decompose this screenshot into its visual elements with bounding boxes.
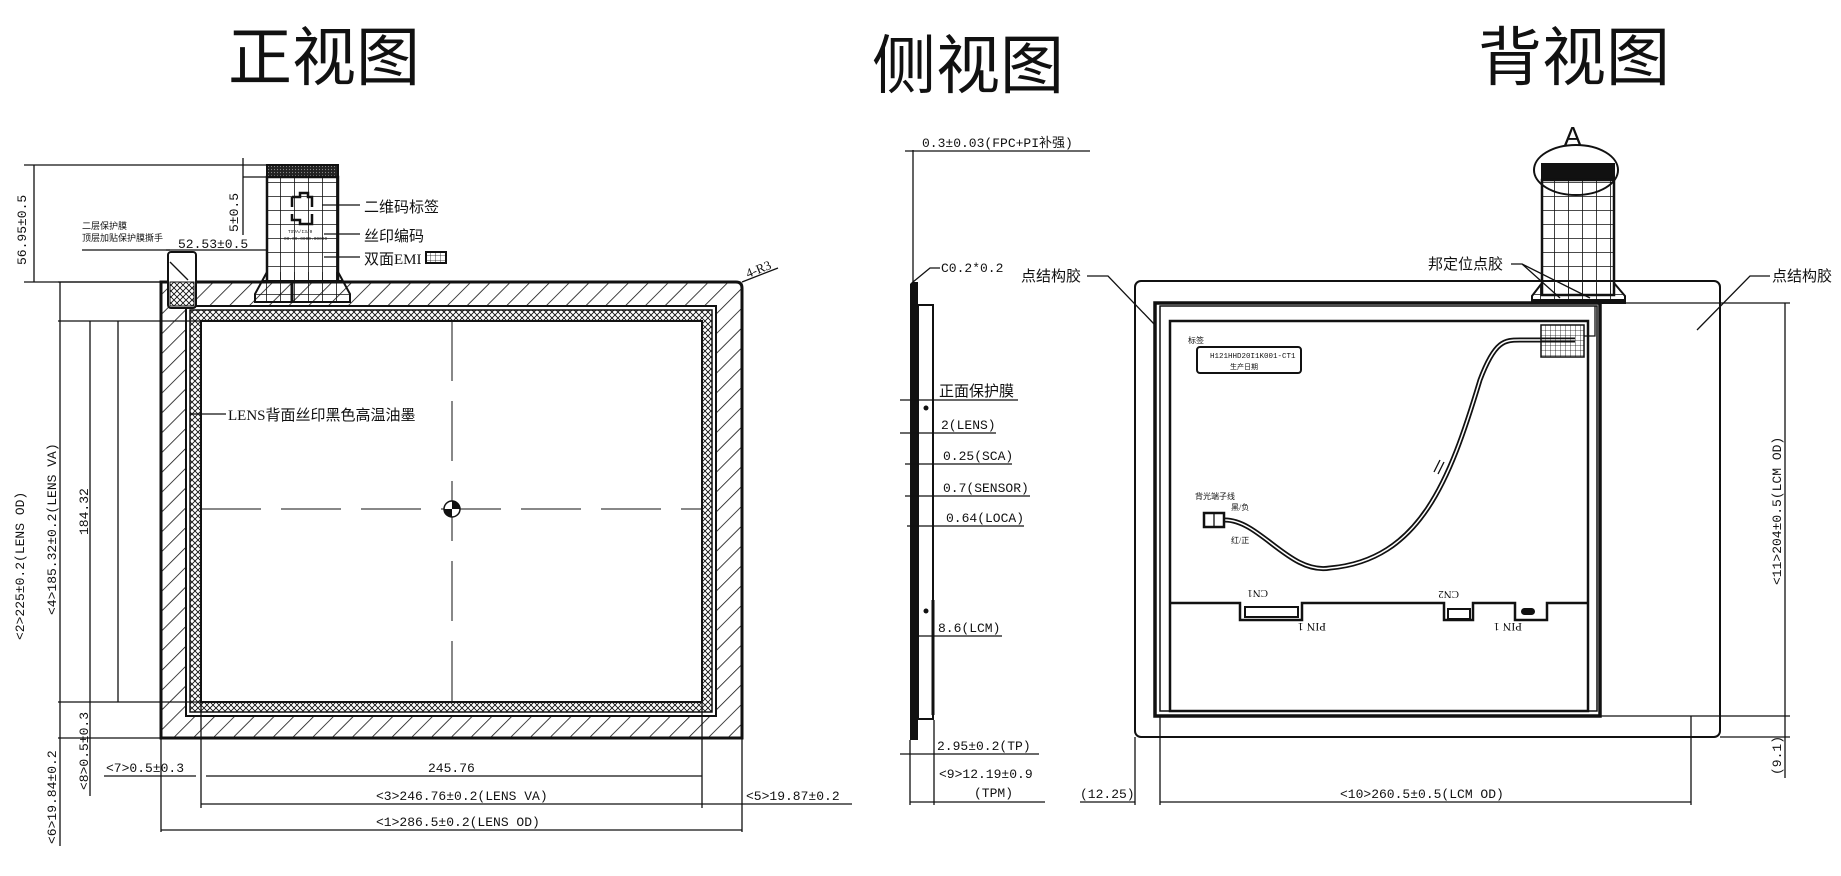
double-emi-callout: 双面EMI	[364, 251, 422, 268]
dim-sensor: 0.7(SENSOR)	[943, 481, 1029, 496]
fpc-tail: TSVA/I3/0 00.00.0000.00000	[254, 164, 351, 303]
dim-tpm: <9>12.19±0.9	[939, 767, 1033, 782]
dim-lens-od-width: <1>286.5±0.2(LENS OD)	[376, 815, 540, 830]
cn2-connector	[1447, 608, 1471, 620]
struct-glue-right-callout: 点结构胶	[1772, 268, 1832, 285]
dim-left-offset: (12.25)	[1080, 787, 1135, 802]
dim-lens-va-width: <3>246.76±0.2(LENS VA)	[376, 789, 548, 804]
dim-aa-width: 245.76	[428, 761, 475, 776]
label-code: H121HHD20I1K001-CT1	[1210, 353, 1296, 361]
dim-bottom-border: <6>19.84±0.2	[45, 750, 60, 844]
dim-tp: 2.95±0.2(TP)	[937, 739, 1031, 754]
dim-front-film: 正面保护膜	[939, 383, 1014, 400]
dim-fpc-stiffener: 5±0.5	[227, 193, 242, 232]
side-view: 0.3±0.03(FPC+PI补强) C0.2*0.2 正面保护膜 2(LENS…	[900, 136, 1090, 805]
lcm-section	[917, 304, 934, 720]
dim-right-border: <5>19.87±0.2	[746, 789, 840, 804]
dim-fpc-offset: 52.53±0.5	[178, 237, 248, 252]
label-title: 标签	[1188, 335, 1204, 345]
protect-film-note-2: 顶层加贴保护膜撕手	[82, 232, 163, 243]
product-label	[1196, 346, 1302, 374]
dim-bottom-offset: (9.1)	[1770, 736, 1785, 775]
emi-patch	[1540, 324, 1585, 358]
struct-glue-left-callout: 点结构胶	[1021, 268, 1081, 285]
lcm-back-plate	[1168, 319, 1590, 713]
center-mark-icon	[443, 500, 461, 518]
svg-text:00.00.0000.00000: 00.00.0000.00000	[284, 236, 328, 242]
title-side-view: 侧视图	[872, 30, 1064, 104]
ink-note: LENS背面丝印黑色高温油墨	[228, 407, 416, 424]
qr-code-icon	[290, 191, 314, 226]
title-back-view: 背视图	[1478, 22, 1670, 96]
fpc-tail-back	[1531, 163, 1626, 304]
dim-left-margin: <7>0.5±0.3	[106, 761, 184, 776]
dim-sca: 0.25(SCA)	[943, 449, 1013, 464]
cn1-label: CN1	[1247, 587, 1268, 599]
dim-fpc-thickness: 0.3±0.03(FPC+PI补强)	[922, 136, 1073, 151]
silkscreen-code-callout: 丝印编码	[364, 228, 424, 245]
cn2-label: CN2	[1438, 588, 1459, 600]
dim-chamfer: C0.2*0.2	[941, 261, 1003, 276]
back-view: CN1 CN2 PIN 1 PIN 1 标签 H121HHD20I1K001-C…	[1021, 121, 1832, 805]
dim-aa-height: 184.32	[77, 488, 92, 535]
dim-lens-va-height: <4>185.32±0.2(LENS VA)	[45, 443, 60, 615]
pin1-label-b: PIN 1	[1494, 620, 1522, 634]
pin1-label-a: PIN 1	[1298, 620, 1326, 634]
dim-loca: 0.64(LOCA)	[946, 511, 1024, 526]
lens-section	[913, 282, 918, 740]
cn1-connector	[1244, 606, 1299, 618]
corner-radius-note: 4-R3	[744, 257, 774, 281]
label-date: 生产日期	[1230, 362, 1258, 371]
detail-a-circle	[1533, 144, 1619, 196]
mounting-hole	[1521, 608, 1535, 615]
title-front-view: 正视图	[228, 22, 420, 96]
qr-label-callout: 二维码标签	[364, 199, 439, 216]
protect-film-note-1: 二层保护膜	[82, 220, 127, 231]
dim-lcm: 8.6(LCM)	[938, 621, 1000, 636]
emi-legend-icon	[425, 251, 447, 264]
dim-lcm-width: <10>260.5±0.5(LCM OD)	[1340, 787, 1504, 802]
front-view: 二层保护膜 顶层加贴保护膜撕手 TSVA/I3/0 00.00.0000.000…	[13, 158, 852, 846]
dim-lcm-height: <11>204±0.5(LCM OD)	[1770, 437, 1785, 585]
dim-lens: 2(LENS)	[941, 418, 996, 433]
backlight-wire-label: 背光端子线	[1195, 491, 1235, 501]
dim-tpm-label: (TPM)	[974, 786, 1013, 801]
wire-red-label: 红/正	[1231, 535, 1249, 545]
svg-text:TSVA/I3/0: TSVA/I3/0	[288, 229, 313, 235]
dim-lens-od-height: <2>225±0.2(LENS OD)	[13, 492, 28, 640]
dim-fpc-total-height: 56.95±0.5	[15, 195, 30, 265]
wire-black-label: 黑/负	[1231, 502, 1249, 512]
detail-a-marker: A	[1564, 121, 1582, 151]
bond-glue-callout: 邦定位点胶	[1428, 256, 1503, 273]
dim-bottom-margin-v: <8>0.5±0.3	[77, 712, 92, 790]
protect-film-tab-fill	[169, 281, 195, 307]
